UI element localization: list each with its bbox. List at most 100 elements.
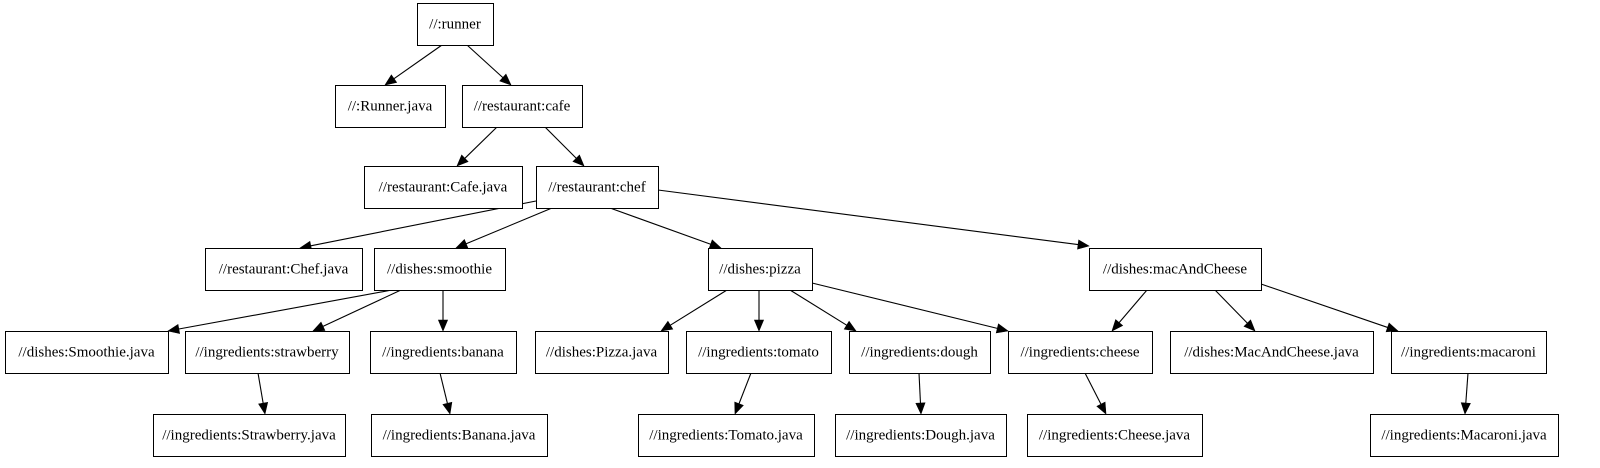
node-box[interactable] [835, 414, 1007, 457]
node-box[interactable] [205, 248, 363, 291]
node-box[interactable] [1370, 414, 1559, 457]
graph-edge [1214, 289, 1256, 332]
graph-node-tomato_java[interactable]: //ingredients:Tomato.java [638, 414, 815, 457]
graph-node-macandchz_java[interactable]: //dishes:MacAndCheese.java [1170, 331, 1374, 374]
nodes-layer: //:runner //:Runner.java //restaurant:cafe… [5, 3, 1559, 457]
node-label: //ingredients:banana [382, 344, 504, 360]
graph-node-macaroni_java[interactable]: //ingredients:Macaroni.java [1370, 414, 1559, 457]
node-box[interactable] [1089, 248, 1262, 291]
node-label: //dishes:smoothie [387, 261, 492, 277]
edge-arrowhead [843, 320, 857, 332]
node-box[interactable] [185, 331, 350, 374]
node-label: //ingredients:Cheese.java [1039, 427, 1191, 443]
edge-arrowhead [915, 402, 926, 415]
edge-arrowhead [1077, 239, 1090, 250]
node-box[interactable] [417, 3, 494, 46]
node-label: //ingredients:Banana.java [383, 427, 536, 443]
graph-node-dough_java[interactable]: //ingredients:Dough.java [835, 414, 1007, 457]
node-box[interactable] [335, 85, 446, 128]
graph-edge [753, 290, 765, 332]
edge-line [1118, 289, 1148, 323]
graph-node-ing_tomato[interactable]: //ingredients:tomato [686, 331, 832, 374]
graph-edge [544, 126, 585, 167]
graph-node-dishes_pizza[interactable]: //dishes:pizza [708, 248, 813, 291]
node-box[interactable] [535, 331, 669, 374]
edge-line [789, 289, 847, 326]
graph-node-restaurant_chef[interactable]: //restaurant:chef [536, 166, 659, 209]
node-box[interactable] [370, 331, 517, 374]
graph-edge [1084, 372, 1107, 415]
edge-arrowhead [708, 239, 722, 249]
node-box[interactable] [708, 248, 813, 291]
edge-line [178, 289, 393, 330]
edge-line [670, 289, 728, 326]
edge-line [322, 289, 402, 327]
node-label: //dishes:macAndCheese [1103, 261, 1247, 277]
graph-node-chef_java[interactable]: //restaurant:Chef.java [205, 248, 363, 291]
graph-node-cheese_java[interactable]: //ingredients:Cheese.java [1027, 414, 1203, 457]
node-box[interactable] [1391, 331, 1547, 374]
node-label: //restaurant:cafe [474, 98, 571, 114]
graph-node-dishes_smoothie[interactable]: //dishes:smoothie [374, 248, 506, 291]
node-box[interactable] [5, 331, 169, 374]
graph-node-runner_java[interactable]: //:Runner.java [335, 85, 446, 128]
edge-line [465, 207, 553, 245]
graph-edge [437, 290, 449, 332]
edge-arrowhead [384, 74, 398, 86]
edge-line [439, 372, 448, 404]
graph-node-smoothie_java[interactable]: //dishes:Smoothie.java [5, 331, 169, 374]
graph-node-ing_cheese[interactable]: //ingredients:cheese [1008, 331, 1153, 374]
graph-node-ing_macaroni[interactable]: //ingredients:macaroni [1391, 331, 1547, 374]
graph-edge [609, 207, 722, 249]
graph-edge [439, 372, 453, 415]
graph-node-ing_dough[interactable]: //ingredients:dough [849, 331, 991, 374]
edge-line [466, 44, 504, 79]
graph-node-banana_java[interactable]: //ingredients:Banana.java [371, 414, 548, 457]
node-box[interactable] [374, 248, 506, 291]
node-label: //dishes:MacAndCheese.java [1184, 344, 1359, 360]
graph-node-restaurant_cafe[interactable]: //restaurant:cafe [462, 85, 583, 128]
node-box[interactable] [849, 331, 991, 374]
graph-node-strawberry_java[interactable]: //ingredients:Strawberry.java [153, 414, 346, 457]
graph-node-ing_strawberry[interactable]: //ingredients:strawberry [185, 331, 350, 374]
edge-arrowhead [660, 320, 674, 332]
graph-node-pizza_java[interactable]: //dishes:Pizza.java [535, 331, 669, 374]
graph-edge [1260, 283, 1399, 333]
edge-line [609, 207, 711, 245]
node-box[interactable] [153, 414, 346, 457]
node-label: //ingredients:Tomato.java [649, 427, 803, 443]
node-box[interactable] [686, 331, 832, 374]
graph-edge [312, 289, 402, 332]
edge-arrowhead [499, 73, 512, 86]
graph-edge [466, 44, 512, 86]
node-label: //:Runner.java [348, 98, 433, 114]
node-label: //ingredients:strawberry [195, 344, 339, 360]
graph-edge [789, 289, 857, 332]
node-box[interactable] [462, 85, 583, 128]
node-box[interactable] [1008, 331, 1153, 374]
node-label: //ingredients:Strawberry.java [162, 427, 336, 443]
graph-node-ing_banana[interactable]: //ingredients:banana [370, 331, 517, 374]
edge-line [1465, 372, 1469, 404]
graph-node-cafe_java[interactable]: //restaurant:Cafe.java [364, 166, 523, 209]
node-box[interactable] [1170, 331, 1374, 374]
node-box[interactable] [1027, 414, 1203, 457]
edge-line [918, 372, 922, 404]
graph-edge [915, 372, 926, 415]
node-box[interactable] [364, 166, 523, 209]
node-box[interactable] [371, 414, 548, 457]
edge-arrowhead [456, 154, 469, 167]
graph-node-runner[interactable]: //:runner [417, 3, 494, 46]
graph-edge [734, 372, 752, 415]
edge-arrowhead [442, 401, 453, 415]
graph-edge [811, 282, 1009, 334]
edge-line [657, 189, 1079, 246]
node-box[interactable] [536, 166, 659, 209]
node-box[interactable] [638, 414, 815, 457]
node-label: //ingredients:Dough.java [846, 427, 995, 443]
graph-node-dishes_macandchz[interactable]: //dishes:macAndCheese [1089, 248, 1262, 291]
edge-arrowhead [572, 154, 585, 167]
edge-arrowhead [1385, 322, 1399, 333]
